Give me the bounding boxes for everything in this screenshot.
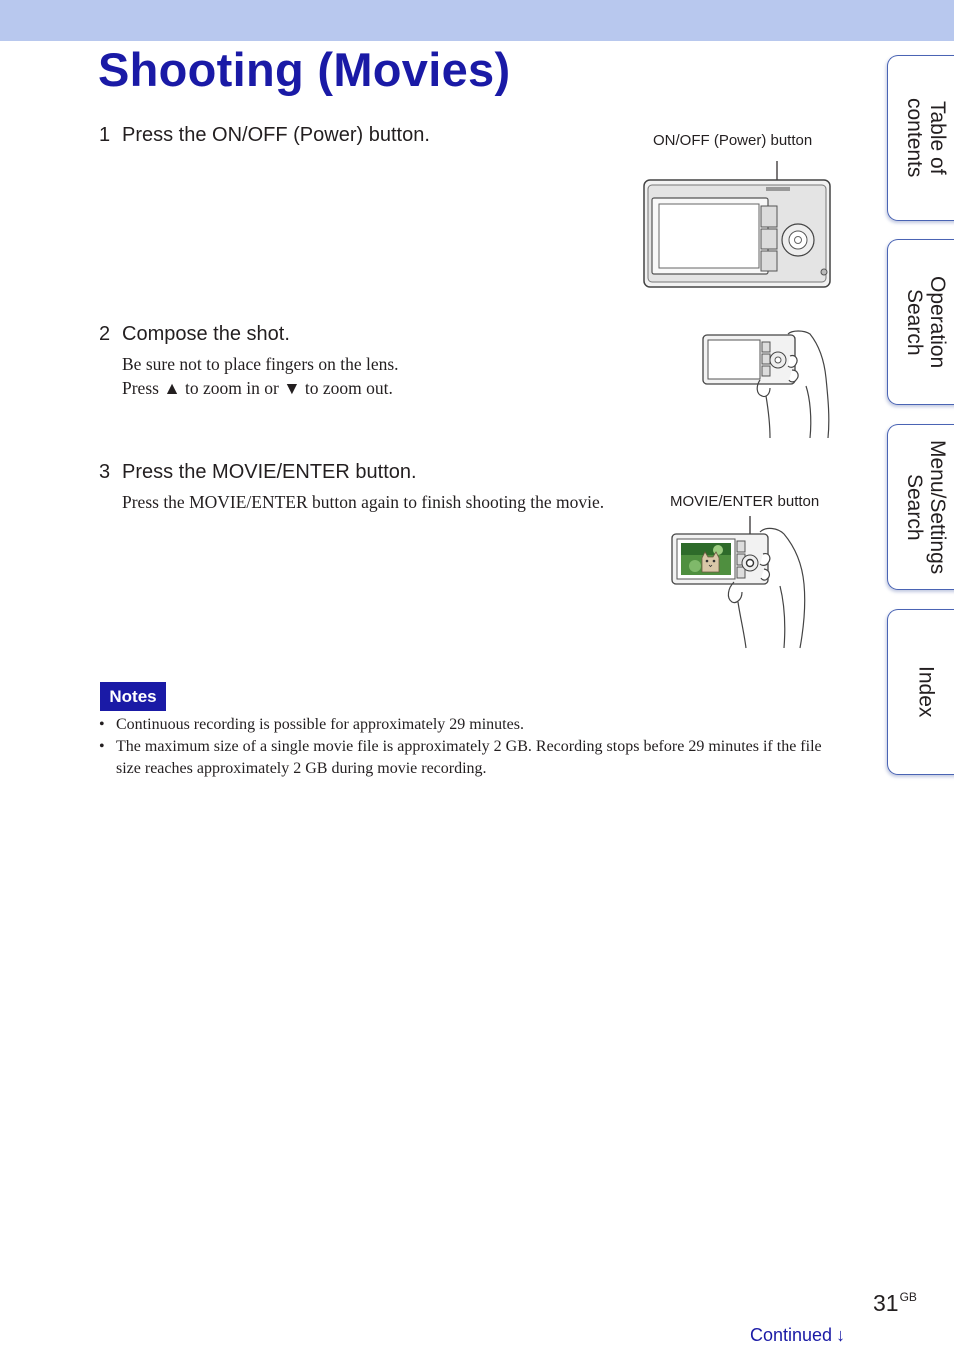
page-number: 31GB [873,1290,917,1317]
continued-text: Continued [750,1325,833,1345]
step-2-body: Be sure not to place fingers on the lens… [122,352,399,400]
notes-list: • Continuous recording is possible for ap… [99,714,844,780]
tab-index[interactable]: Index [887,609,954,775]
page-number-value: 31 [873,1290,899,1316]
note-bullet: • [99,716,105,733]
top-banner-bar [0,0,954,41]
step-2-number: 2 [99,323,111,345]
tab-menu-settings-search[interactable]: Menu/Settings Search [887,424,954,590]
page-number-suffix: GB [899,1290,917,1304]
tab-index-label: Index [914,666,938,718]
note-text-2: The maximum size of a single movie file … [116,738,822,777]
note-item: • Continuous recording is possible for ap… [99,714,844,736]
power-button-callout: ON/OFF (Power) button [653,132,813,149]
hands-holding-camera-illustration [702,330,830,439]
note-item: • The maximum size of a single movie file… [99,736,844,780]
camera-recording-illustration [671,516,806,649]
tab-operation-search[interactable]: Operation Search [887,239,954,405]
notes-label: Notes [100,682,166,711]
step-2-line-2: Press ▲ to zoom in or ▼ to zoom out. [122,378,393,398]
step-3-body: Press the MOVIE/ENTER button again to fi… [122,490,612,514]
tab-table-of-contents[interactable]: Table of contents [887,55,954,221]
step-3-line-1: Press the MOVIE/ENTER button again to fi… [122,492,605,512]
step-3-heading: 3 Press the MOVIE/ENTER button. [99,461,417,484]
camera-front-illustration [643,161,831,288]
step-1-number: 1 [99,124,111,146]
page-title: Shooting (Movies) [98,43,511,96]
arrow-down-icon: ↓ [836,1325,846,1345]
note-text-1: Continuous recording is possible for app… [116,716,524,733]
continued-link[interactable]: Continued↓ [750,1325,845,1346]
movie-enter-button-callout: MOVIE/ENTER button [670,493,820,510]
step-1-text: Press the ON/OFF (Power) button. [122,124,430,146]
step-2-line-1: Be sure not to place fingers on the lens… [122,354,399,374]
tab-table-of-contents-label: Table of contents [903,98,949,178]
note-bullet: • [99,738,105,755]
step-3-text: Press the MOVIE/ENTER button. [122,461,417,483]
step-2-text: Compose the shot. [122,323,290,345]
step-1-heading: 1 Press the ON/OFF (Power) button. [99,124,430,147]
step-2-heading: 2 Compose the shot. [99,323,290,346]
step-3-number: 3 [99,461,111,483]
tab-operation-search-label: Operation Search [903,275,949,369]
tab-menu-settings-search-label: Menu/Settings Search [903,439,949,575]
